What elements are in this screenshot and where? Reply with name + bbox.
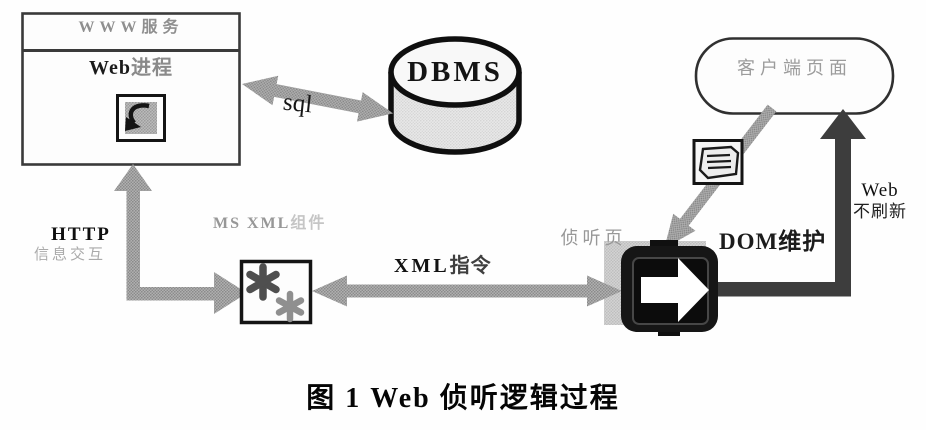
web-process-label-latin: Web xyxy=(89,57,131,79)
web-no-refresh-line2: 不刷新 xyxy=(853,201,907,221)
xml-command-label-latin: XML xyxy=(394,255,450,277)
http-label: HTTP xyxy=(51,224,111,245)
dom-maintenance-label: DOM维护 xyxy=(719,229,827,254)
dbms-label: DBMS xyxy=(407,56,503,88)
msxml-component-icon xyxy=(239,259,313,325)
web-process-label: Web进程 xyxy=(23,57,239,80)
xml-command-label-cn: 指令 xyxy=(449,255,492,277)
msxml-label-latin: MS XML xyxy=(213,215,291,232)
client-page-shape xyxy=(694,37,895,115)
sql-arrow-label: sql xyxy=(281,88,314,119)
msxml-label-cn: 组件 xyxy=(290,215,327,232)
msxml-label: MS XML组件 xyxy=(213,215,326,233)
listener-page-icon xyxy=(621,240,718,336)
http-elbow-arrow xyxy=(114,164,247,314)
client-page-label: 客户端页面 xyxy=(737,58,852,78)
web-no-refresh-label: Web 不刷新 xyxy=(843,180,917,221)
web-no-refresh-line1: Web xyxy=(861,180,899,201)
web-process-icon xyxy=(116,94,166,142)
script-document-icon xyxy=(692,139,744,185)
figure-caption: 图 1 Web 侦听逻辑过程 xyxy=(306,383,620,414)
dom-refresh-elbow-arrow xyxy=(714,109,866,297)
listener-page-label: 侦听页 xyxy=(560,228,627,248)
dbms-cylinder xyxy=(388,36,522,155)
xml-command-label: XML指令 xyxy=(394,255,492,278)
web-process-label-cn: 进程 xyxy=(130,57,173,79)
http-sublabel: 信息交互 xyxy=(33,247,106,263)
www-service-title: WWW服务 xyxy=(78,19,184,36)
sql-arrow xyxy=(242,75,394,122)
xml-double-arrow xyxy=(312,275,622,307)
